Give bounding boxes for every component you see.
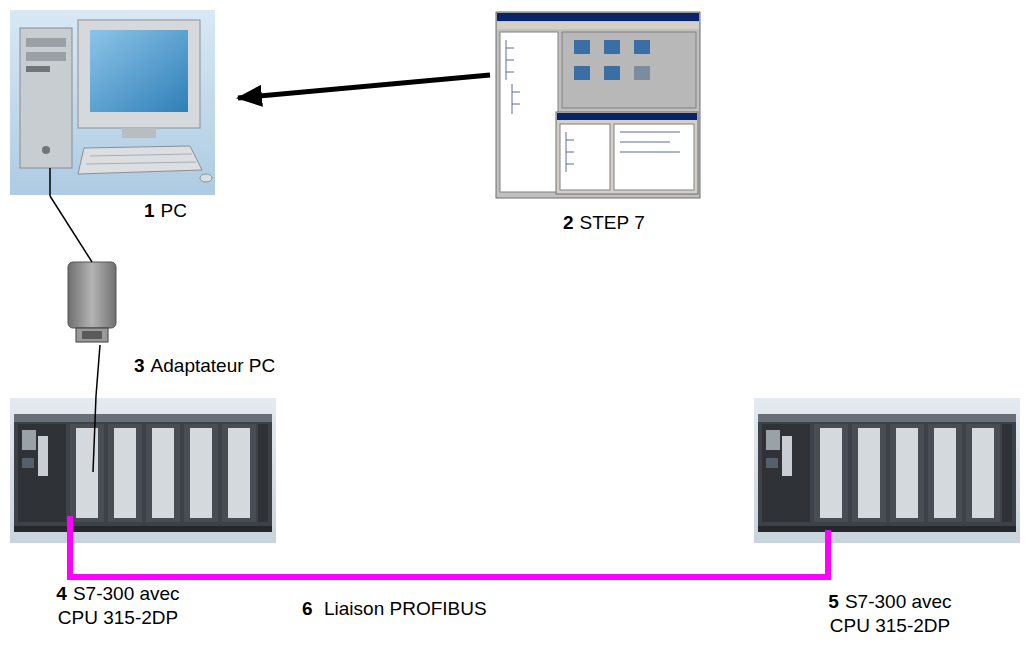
plc-illustration-part [93, 396, 96, 472]
pc-illustration-part [20, 28, 72, 168]
cable [96, 345, 100, 396]
pc-illustration-part [26, 38, 66, 47]
arrow [238, 75, 490, 98]
adapter-node: 3Adaptateur PC [60, 262, 125, 345]
pc-illustration-part [90, 30, 188, 112]
step7-screenshot-part [496, 12, 700, 198]
step7-screenshot-part [604, 40, 620, 54]
pc-illustration-part [26, 52, 66, 61]
part-name: S7-300 avec CPU 315-2DP [58, 583, 180, 628]
pc-illustration-part [26, 66, 50, 72]
plc-node: 5S7-300 avec CPU 315-2DP [752, 396, 1020, 545]
step7-screenshot-part [566, 132, 680, 172]
edge-label: Liaison PROFIBUS [322, 597, 489, 621]
part-name: S7-300 avec CPU 315-2DP [830, 591, 952, 636]
pc-illustration-part [200, 174, 212, 182]
callout-number: 5 [828, 591, 839, 612]
step7-screenshot-part [497, 22, 699, 29]
step7-screenshot-part [506, 40, 520, 114]
step7-screenshot-part [634, 66, 650, 80]
profibus-line [70, 545, 828, 577]
plc-illustration-part [67, 516, 73, 545]
step7-screenshot-part [556, 112, 698, 194]
plc-illustration-part [10, 398, 276, 543]
step7-screenshot-part [560, 124, 610, 190]
plc-illustration [10, 396, 276, 545]
pc-adapter-illustration-part [68, 262, 116, 328]
step7-screenshot-part [614, 124, 694, 190]
caption: 1 PC [144, 199, 264, 223]
pc-illustration-part [86, 162, 196, 164]
pc-illustration-part [78, 20, 200, 128]
pc-illustration [10, 10, 215, 196]
caption: 2 STEP 7 [563, 211, 723, 235]
pc-illustration-part [10, 10, 215, 195]
step7-screenshot-part [497, 13, 699, 21]
caption: 3 Adaptateur PC [134, 354, 354, 378]
step7-screenshot-part [604, 66, 620, 80]
plc-node: 4S7-300 avec CPU 315-2DP [8, 396, 278, 545]
pc-adapter-illustration-part [82, 331, 102, 339]
pc-illustration-part [122, 128, 156, 138]
caption: 5S7-300 avec CPU 315-2DP [815, 590, 965, 638]
callout-number: 6 [300, 597, 315, 621]
step7-screenshot-part [634, 40, 650, 54]
pc-illustration-part [90, 154, 192, 156]
part-name: PC [161, 200, 187, 221]
step7-screenshot [496, 12, 700, 198]
step7-screenshot-part [574, 66, 590, 80]
pc-illustration-part [49, 168, 51, 196]
pc-illustration-part [42, 146, 50, 154]
callout-number: 4 [56, 583, 67, 604]
callout-number: 2 [563, 212, 574, 233]
pc-illustration-part [78, 146, 202, 174]
part-name: STEP 7 [580, 212, 645, 233]
pc-adapter-illustration-part [76, 328, 108, 342]
step7-screenshot-part [500, 32, 558, 192]
step7-screenshot-part [562, 32, 696, 108]
callout-number: 1 [144, 200, 155, 221]
step7-screenshot-part [557, 113, 697, 120]
part-name: Adaptateur PC [151, 355, 276, 376]
callout-number: 3 [134, 355, 145, 376]
plc-illustration [754, 398, 1020, 545]
pc-adapter-illustration [68, 262, 116, 342]
caption: 4S7-300 avec CPU 315-2DP [43, 582, 193, 630]
plc-illustration-part [825, 530, 831, 545]
step7-node: 2STEP 7 [490, 10, 705, 202]
step7-screenshot-part [574, 40, 590, 54]
cable [50, 196, 92, 262]
pc-node: 1PC [8, 8, 233, 196]
plc-illustration-part [754, 398, 1020, 543]
